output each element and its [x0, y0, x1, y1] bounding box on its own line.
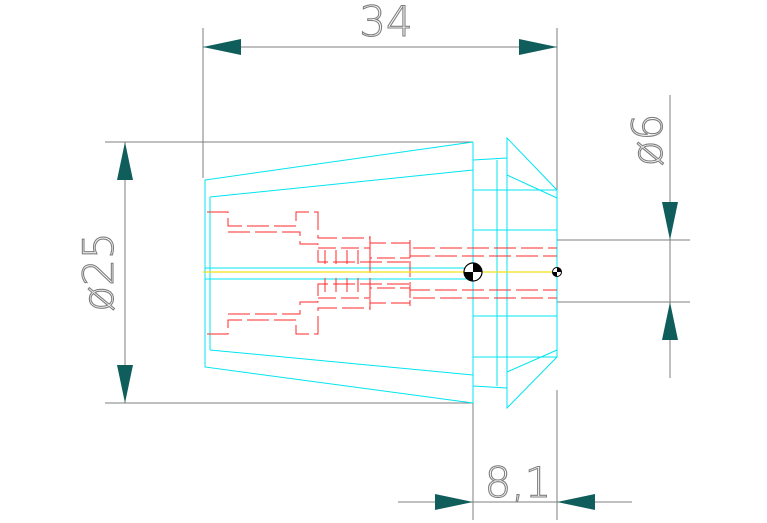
arrow-down: [662, 202, 678, 240]
arrow-left-into-right-ext: [557, 494, 595, 510]
dimension-overall-length: 34: [202, 0, 558, 270]
collet-outline: [204, 136, 558, 410]
outer-diameter-label: ø25: [74, 232, 123, 311]
nose-length-label: 8,1: [485, 458, 552, 507]
arrow-bottom: [117, 365, 133, 403]
arrow-top: [117, 142, 133, 180]
arrow-right-into-left-ext: [435, 494, 473, 510]
arrow-left: [203, 39, 241, 55]
centroid-marker-icon: [552, 267, 562, 277]
dimension-outer-diameter: ø25: [73, 141, 473, 404]
overall-length-label: 34: [359, 0, 412, 46]
dimension-nose-length: 8,1: [398, 390, 632, 520]
arrow-up: [662, 302, 678, 340]
centroid-marker-icon: [463, 262, 483, 282]
dimension-bore-diameter: ø6: [557, 95, 690, 378]
arrow-right: [519, 39, 557, 55]
bore-diameter-label: ø6: [623, 114, 672, 166]
collet-hidden-lines: [207, 211, 557, 335]
